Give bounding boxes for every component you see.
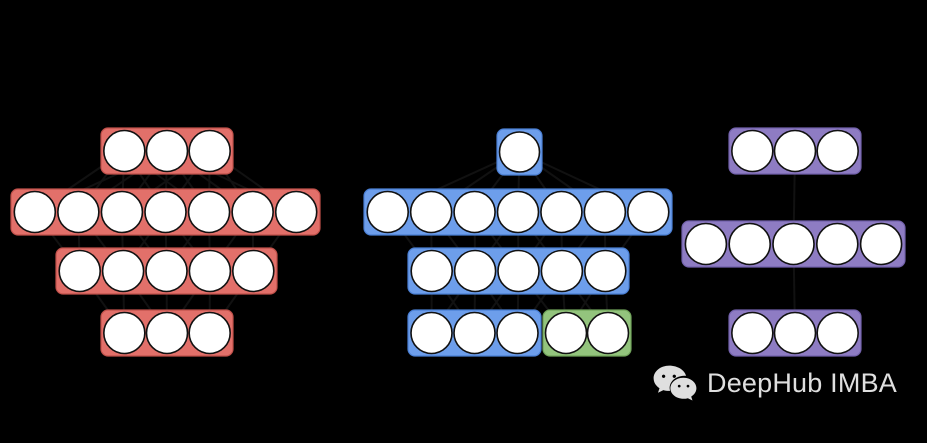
watermark-label: DeepHub IMBA (707, 367, 897, 398)
network-node (145, 129, 189, 173)
network-node (145, 311, 189, 355)
network-node (144, 190, 187, 234)
network-node (583, 190, 627, 234)
network-node (188, 311, 231, 355)
network-node (497, 249, 540, 293)
network-node (816, 129, 859, 173)
network-node (231, 190, 274, 234)
network-node (187, 190, 231, 234)
network-node (188, 129, 231, 173)
network-node (684, 222, 728, 266)
network-node (496, 311, 539, 355)
network-node (731, 311, 774, 355)
network-node (188, 249, 232, 293)
network-node (586, 311, 630, 355)
network-node (728, 222, 772, 266)
network-node (773, 129, 817, 173)
network-node (232, 249, 275, 293)
network-node (540, 249, 584, 293)
edges-layer (33, 150, 796, 334)
network-node (409, 190, 453, 234)
network-node (773, 311, 817, 355)
network-node (101, 249, 145, 293)
network-node (410, 249, 454, 293)
network-node (496, 190, 540, 234)
network-node (58, 249, 101, 293)
network-node (453, 190, 496, 234)
network-node (57, 190, 100, 234)
network-node (772, 222, 815, 266)
network-node (145, 249, 188, 293)
network-node (583, 249, 627, 293)
network-node (544, 311, 588, 355)
network-node (816, 311, 859, 355)
network-node (366, 190, 410, 234)
network-node (540, 190, 583, 234)
network-node (103, 311, 146, 355)
network-node (731, 129, 774, 173)
network-node (498, 131, 541, 173)
watermark: DeepHub IMBA (653, 365, 897, 401)
nodes-layer (13, 129, 903, 355)
network-node (453, 311, 496, 355)
network-node (100, 190, 144, 234)
network-node (453, 249, 497, 293)
network-node (274, 190, 318, 234)
wechat-icon (653, 365, 697, 401)
network-node (859, 222, 903, 266)
network-node (815, 222, 859, 266)
network-node (103, 129, 146, 173)
network-node (410, 311, 453, 355)
network-node (13, 190, 57, 234)
network-node (626, 190, 670, 234)
